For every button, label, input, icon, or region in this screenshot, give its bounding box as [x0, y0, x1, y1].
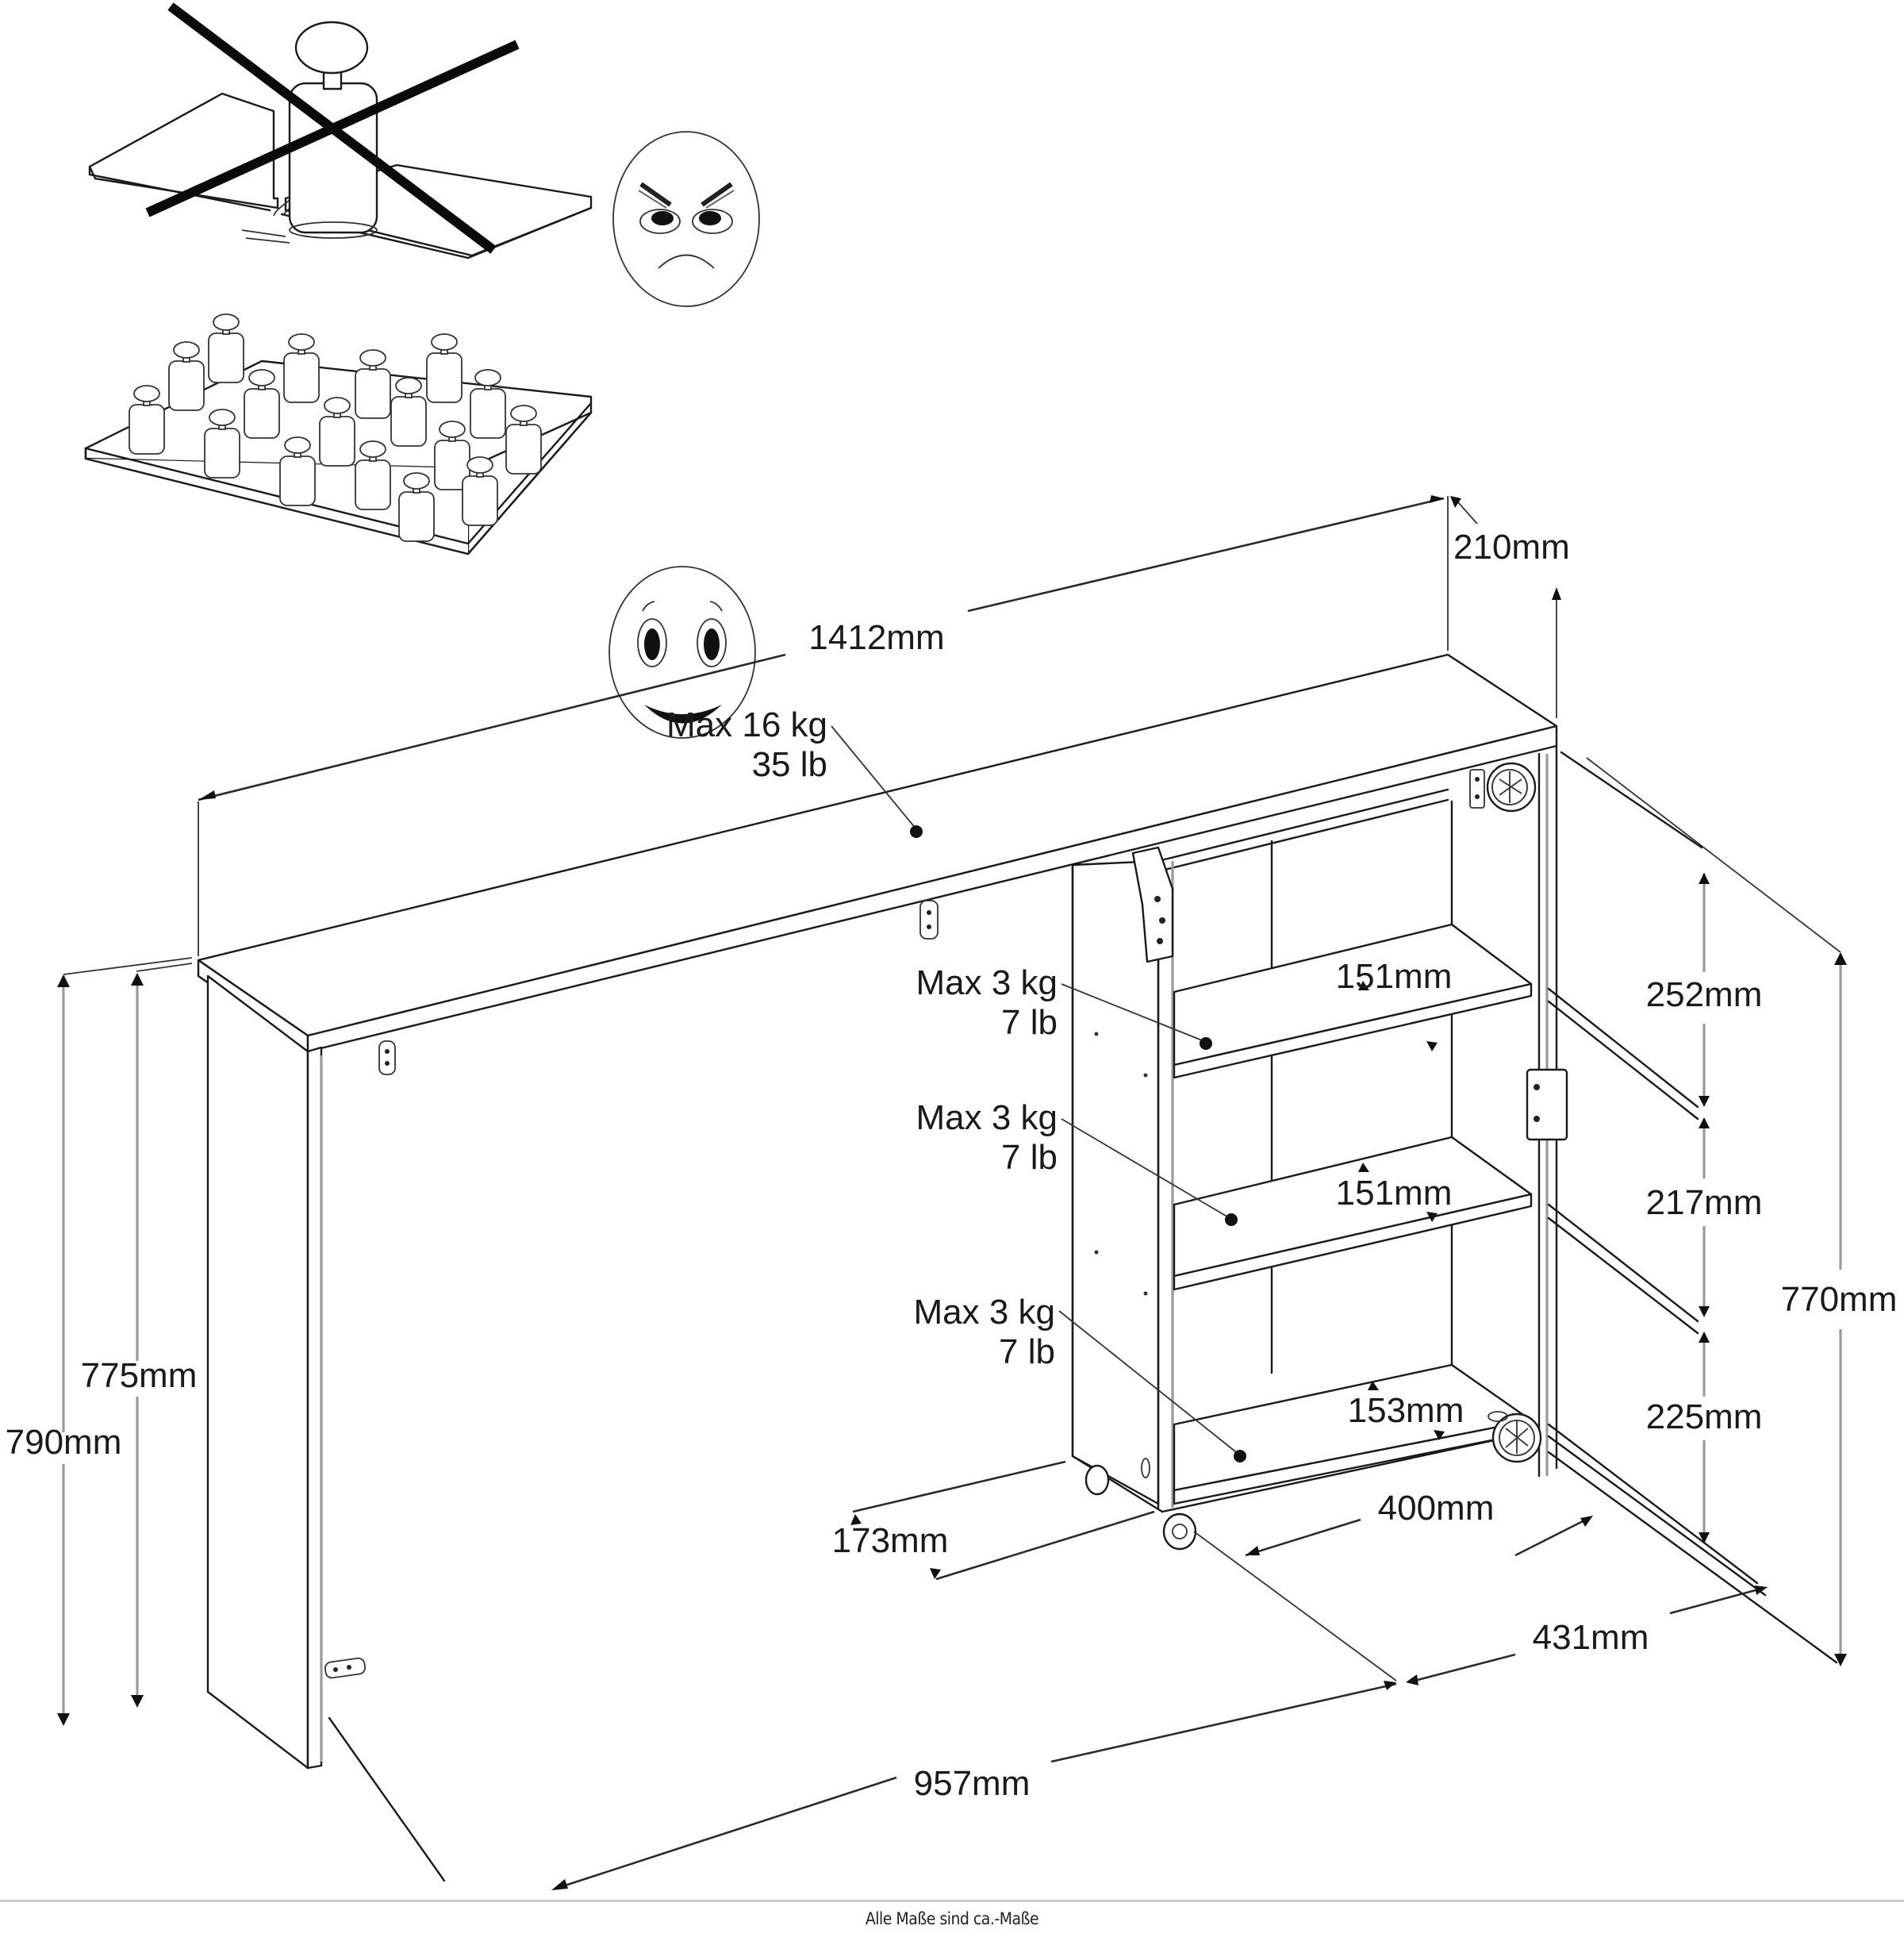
load-shelf-2-lb: 7 lb — [1001, 1138, 1058, 1177]
small-weight-icon — [355, 349, 391, 419]
small-weight-icon — [462, 456, 498, 526]
dim-total-width: 1412mm — [808, 618, 944, 657]
shelf-2 — [1173, 1136, 1533, 1291]
load-shelf-3-kg: Max 3 kg — [913, 1293, 1055, 1332]
load-labels: Max 16 kg 35 lb Max 3 kg 7 lb Max 3 kg 7… — [666, 705, 1058, 1371]
dim-footprint-length: 957mm — [914, 1764, 1031, 1803]
dim-cabinet-height: 770mm — [1781, 1280, 1898, 1319]
dim-gap-middle: 217mm — [1646, 1183, 1763, 1222]
small-weight-icon — [398, 472, 435, 542]
smiling-face-icon — [608, 566, 756, 739]
load-shelf-2-kg: Max 3 kg — [916, 1098, 1058, 1137]
bar-cabinet — [197, 653, 1838, 1882]
dim-cabinet-depth: 431mm — [1533, 1618, 1649, 1657]
dim-top-depth: 210mm — [1453, 528, 1570, 567]
small-weight-icon — [470, 369, 506, 439]
right-load-illustration — [84, 313, 756, 739]
bracket-icon — [919, 900, 939, 940]
dim-height-inner: 775mm — [81, 1356, 198, 1395]
dimension-labels: 1412mm 210mm 790mm 775mm 770mm 252mm 217… — [6, 528, 1898, 1803]
small-weight-icon — [283, 333, 320, 403]
dimension-lines — [57, 495, 1847, 1890]
small-weight-icon — [244, 369, 280, 439]
load-shelf-1-lb: 7 lb — [1001, 1003, 1058, 1042]
dim-shelf-depth-2: 151mm — [1336, 1174, 1453, 1213]
load-shelf-1-kg: Max 3 kg — [916, 963, 1058, 1002]
small-weight-icon — [129, 385, 165, 455]
footer-caption: Alle Maße sind ca.-Maße — [865, 1909, 1039, 1928]
bracket-icon — [324, 1657, 367, 1679]
hinge-plate-icon — [1131, 846, 1174, 963]
small-weight-icon — [505, 405, 542, 475]
left-side-panel — [206, 900, 939, 1882]
small-weight-icon — [204, 409, 240, 479]
wheel-icon — [1486, 762, 1537, 813]
small-weight-icon — [319, 397, 355, 467]
table-top — [197, 653, 1558, 1053]
open-door — [1547, 751, 1838, 1664]
dim-gap-bottom: 225mm — [1646, 1397, 1763, 1436]
small-weight-icon — [279, 436, 316, 506]
dim-cabinet-width: 400mm — [1378, 1489, 1495, 1528]
load-top-kg: Max 16 kg — [666, 705, 827, 744]
pivot-hinge-bracket-icon — [1469, 769, 1485, 809]
dim-gap-top: 252mm — [1646, 975, 1763, 1014]
load-top-lb: 35 lb — [752, 745, 827, 784]
door-hinge-icon — [1526, 1068, 1568, 1141]
small-weight-icon — [168, 341, 205, 411]
shelf-1 — [1173, 923, 1533, 1079]
wheel-icon — [1488, 1411, 1542, 1463]
small-weight-icon — [426, 333, 463, 403]
load-shelf-3-lb: 7 lb — [999, 1332, 1055, 1371]
shelf-3-bottom — [1173, 1363, 1533, 1505]
dim-shelf-depth-1: 151mm — [1336, 957, 1453, 996]
shelf-cabinet — [1071, 744, 1838, 1664]
small-weight-icon — [390, 377, 427, 447]
wrong-load-illustration — [88, 2, 760, 307]
small-weight-icon — [355, 440, 391, 510]
dim-height-outer: 790mm — [6, 1423, 122, 1462]
dim-base-offset: 173mm — [832, 1521, 949, 1560]
small-weight-icon — [208, 313, 244, 383]
caster-wheel-icon — [1084, 1458, 1197, 1551]
dim-shelf-depth-3: 153mm — [1348, 1391, 1464, 1430]
bracket-icon — [378, 1040, 396, 1075]
distributed-weights — [129, 313, 542, 542]
crossed-out-mark — [145, 2, 520, 254]
footer-divider — [0, 1900, 1904, 1902]
angry-face-icon — [612, 131, 760, 307]
